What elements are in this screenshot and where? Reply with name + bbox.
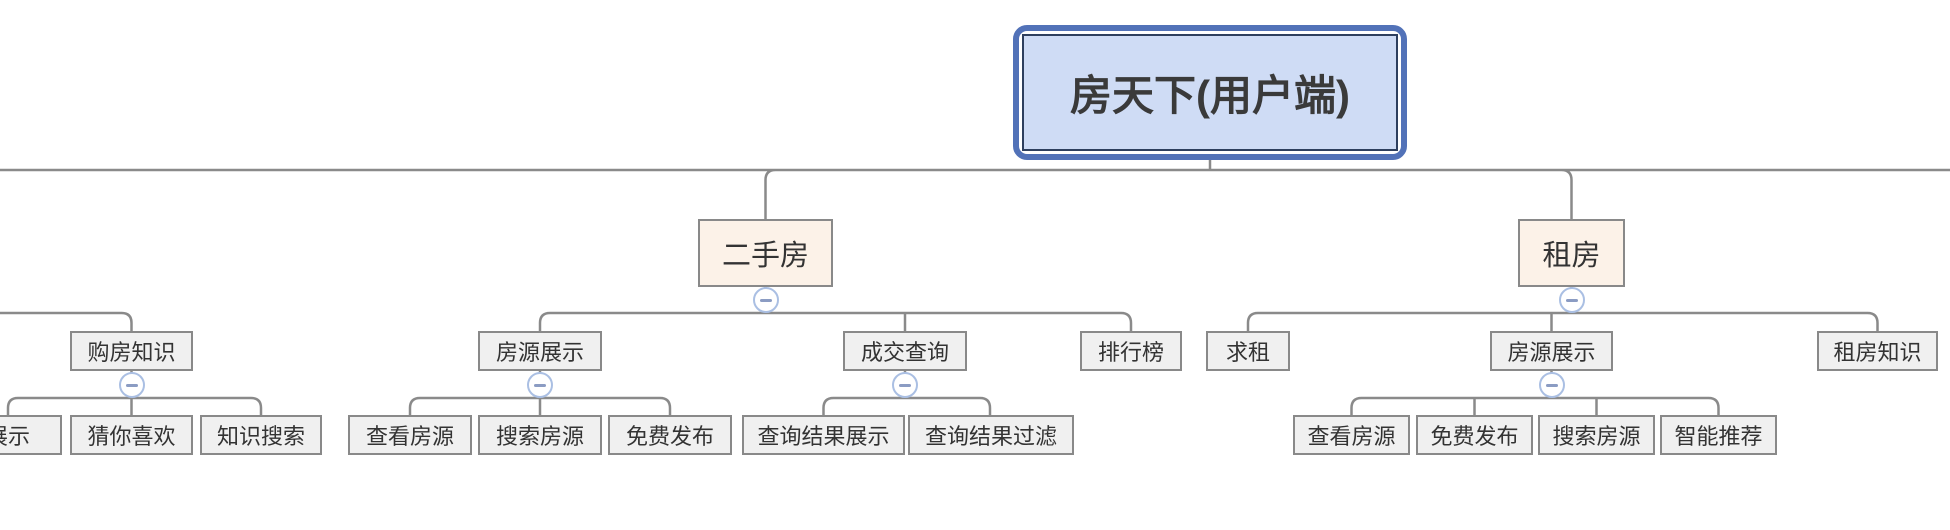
node-label: 查看房源 <box>1307 424 1396 449</box>
node-zhanshi-cut[interactable]: 展示 <box>0 415 62 455</box>
node-label: 房天下(用户端) <box>1070 72 1350 119</box>
minus-glyph <box>759 298 772 302</box>
node-label: 求租 <box>1225 340 1270 365</box>
node-label: 房源展示 <box>1507 340 1596 365</box>
node-chakan-fangyuan-esf[interactable]: 查看房源 <box>348 415 472 455</box>
connector-rail <box>0 160 1950 219</box>
node-label: 成交查询 <box>860 340 949 365</box>
node-fangyuan-zhanshi-esf[interactable]: 房源展示 <box>478 331 602 371</box>
minus-glyph <box>899 383 911 387</box>
minus-glyph <box>534 383 546 387</box>
collapse-icon-fangyuan-zhanshi-zf[interactable] <box>1538 372 1565 398</box>
node-zhishi-sousuo[interactable]: 知识搜索 <box>200 415 322 455</box>
node-chakan-fangyuan-zf[interactable]: 查看房源 <box>1293 415 1410 455</box>
node-mianfei-fabu-zf[interactable]: 免费发布 <box>1416 415 1533 455</box>
root-inner-frame: 房天下(用户端) <box>1022 34 1398 151</box>
node-fangyuan-zhanshi-zf[interactable]: 房源展示 <box>1490 331 1613 371</box>
connector-rail <box>0 311 133 331</box>
collapse-icon-zufang[interactable] <box>1558 287 1585 313</box>
node-sousuo-fangyuan-esf[interactable]: 搜索房源 <box>478 415 602 455</box>
node-chengjiao-chaxun[interactable]: 成交查询 <box>843 331 967 371</box>
node-mianfei-fabu-esf[interactable]: 免费发布 <box>608 415 732 455</box>
node-label: 购房知识 <box>87 340 176 365</box>
node-label: 查询结果展示 <box>757 424 890 449</box>
collapse-icon-chengjiao-chaxun[interactable] <box>892 372 918 398</box>
node-sousuo-fangyuan-zf[interactable]: 搜索房源 <box>1538 415 1655 455</box>
node-ershoufang[interactable]: 二手房 <box>698 219 833 287</box>
node-label: 展示 <box>0 424 30 449</box>
node-zufang[interactable]: 租房 <box>1518 219 1625 287</box>
node-label: 智能推荐 <box>1674 424 1763 449</box>
node-label: 猜你喜欢 <box>87 424 176 449</box>
connector-rail <box>538 287 1133 331</box>
node-chaxun-jieguo-guolv[interactable]: 查询结果过滤 <box>908 415 1074 455</box>
collapse-icon-goufang-zhishi[interactable] <box>118 372 145 398</box>
node-label: 查询结果过滤 <box>924 424 1057 449</box>
node-goufang-zhishi[interactable]: 购房知识 <box>70 331 193 371</box>
node-cai-ni-xihuan[interactable]: 猜你喜欢 <box>70 415 193 455</box>
node-label: 搜索房源 <box>495 424 584 449</box>
collapse-icon-ershoufang[interactable] <box>752 287 779 313</box>
node-label: 免费发布 <box>625 424 714 449</box>
collapse-icon-fangyuan-zhanshi-esf[interactable] <box>527 372 553 398</box>
node-label: 搜索房源 <box>1552 424 1641 449</box>
minus-glyph <box>1565 298 1578 302</box>
node-zhineng-tuijian[interactable]: 智能推荐 <box>1660 415 1777 455</box>
node-chaxun-jieguo-zhanshi[interactable]: 查询结果展示 <box>742 415 905 455</box>
node-label: 租房 <box>1542 240 1601 272</box>
node-qiuzu[interactable]: 求租 <box>1206 331 1290 371</box>
node-label: 二手房 <box>721 240 809 272</box>
node-label: 查看房源 <box>365 424 454 449</box>
node-label: 房源展示 <box>495 340 584 365</box>
node-paihangbang[interactable]: 排行榜 <box>1080 331 1182 371</box>
minus-glyph <box>125 383 138 387</box>
node-label: 免费发布 <box>1430 424 1519 449</box>
node-label: 租房知识 <box>1833 340 1922 365</box>
node-zufang-zhishi[interactable]: 租房知识 <box>1817 331 1938 371</box>
minus-glyph <box>1545 383 1558 387</box>
node-root[interactable]: 房天下(用户端) <box>1013 25 1407 160</box>
connector-rail <box>1350 371 1720 415</box>
node-label: 知识搜索 <box>216 424 305 449</box>
node-label: 排行榜 <box>1097 340 1164 365</box>
